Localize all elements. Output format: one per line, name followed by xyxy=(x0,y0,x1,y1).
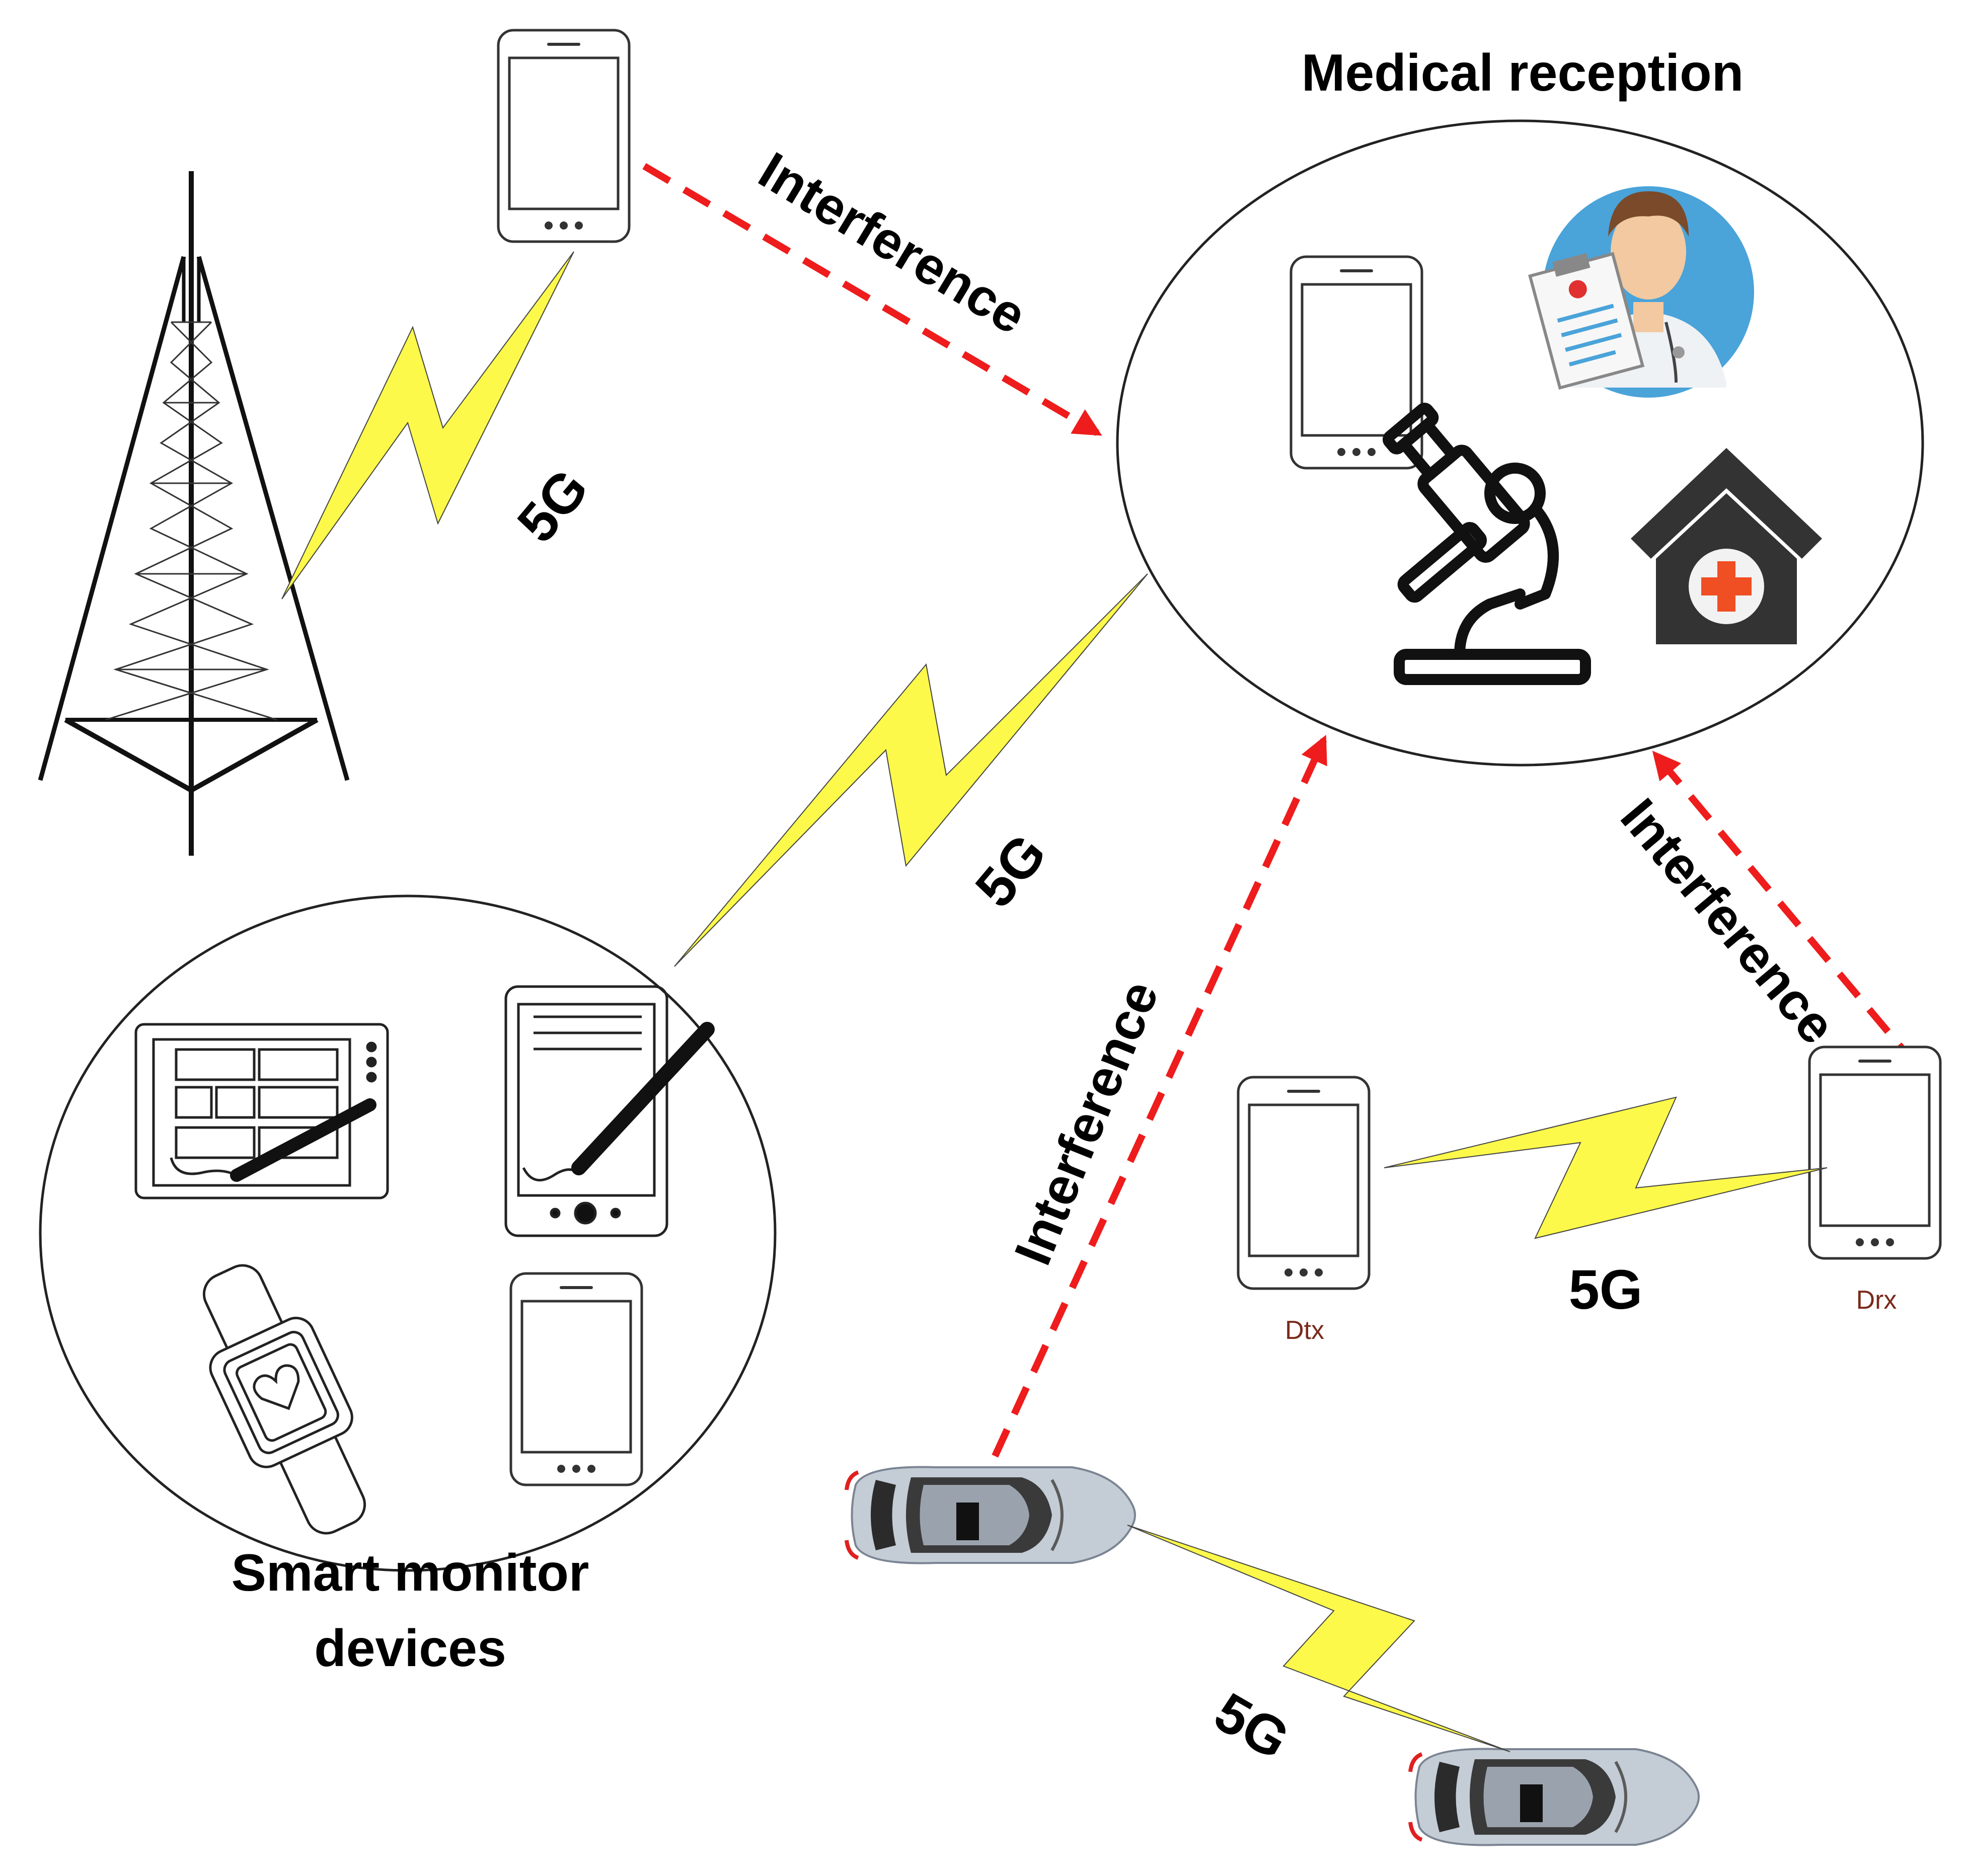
interference-arrow-car xyxy=(953,734,1327,1542)
label-5g-car: 5G xyxy=(1204,1681,1300,1771)
label-interference-car: Interference xyxy=(1004,973,1170,1272)
lightning-bolt-car-car xyxy=(1127,1525,1510,1752)
medical-phone-icon xyxy=(1291,257,1422,468)
lightning-bolt-tower-phone xyxy=(281,251,574,599)
car-icon-1 xyxy=(847,1467,1135,1563)
microscope-icon xyxy=(1382,403,1591,685)
smart-monitor-title-line1: Smart monitor xyxy=(232,1544,589,1602)
hospital-icon xyxy=(1631,448,1822,644)
smartwatch-icon xyxy=(202,1264,366,1535)
interference-arrow-drx xyxy=(1652,751,1921,1070)
label-5g-dtx-drx: 5G xyxy=(1569,1259,1643,1321)
top-phone-icon xyxy=(498,30,629,242)
label-interference-drx: Interference xyxy=(1609,788,1847,1055)
doctor-icon xyxy=(1528,186,1754,398)
drx-phone-icon xyxy=(1809,1047,1940,1258)
interference-arrow-top xyxy=(642,163,1102,436)
lightning-bolt-smart-medical xyxy=(674,573,1148,967)
smart-monitor-circle xyxy=(39,894,777,1572)
tower-icon xyxy=(38,171,350,856)
car-icon-2 xyxy=(1410,1749,1699,1845)
smart-phone-icon xyxy=(511,1273,642,1485)
medical-reception-title: Medical reception xyxy=(1302,44,1744,102)
label-5g-tower: 5G xyxy=(505,458,600,554)
tablet-icon xyxy=(134,1023,389,1199)
label-drx: Drx xyxy=(1856,1286,1897,1315)
lightning-bolt-dtx-drx xyxy=(1384,1096,1828,1239)
label-dtx: Dtx xyxy=(1285,1316,1324,1345)
label-5g-smart: 5G xyxy=(963,822,1058,919)
e-reader-icon xyxy=(504,985,715,1237)
dtx-phone-icon xyxy=(1238,1077,1369,1289)
smart-monitor-title-line2: devices xyxy=(314,1619,506,1678)
medical-reception-circle xyxy=(1116,119,1924,767)
